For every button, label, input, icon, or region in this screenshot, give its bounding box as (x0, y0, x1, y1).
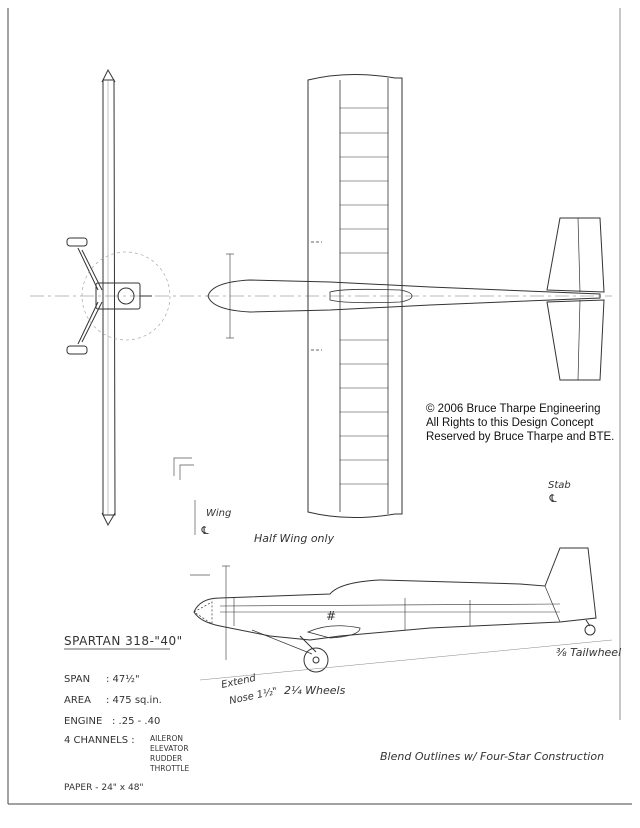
extend-note-2: Nose 1½" (228, 685, 278, 707)
paper-size: PAPER - 24" x 48" (64, 783, 144, 793)
spec-block: SPARTAN 318-"40" SPAN : 47½" AREA : 475 … (64, 634, 190, 793)
tailwheel-note: ⅜ Tailwheel (556, 646, 621, 659)
engine-label: ENGINE (64, 716, 102, 727)
copyright-block: © 2006 Bruce Tharpe Engineering All Righ… (426, 403, 614, 443)
engine-value: : .25 - .40 (112, 716, 160, 727)
wheels-note: 2¼ Wheels (284, 684, 346, 697)
copyright-line-1: © 2006 Bruce Tharpe Engineering (426, 403, 601, 415)
span-label: SPAN (64, 674, 90, 685)
top-view (207, 73, 605, 519)
stab-note: Stab (548, 480, 571, 491)
front-view (66, 68, 171, 527)
area-value: : 475 sq.in. (106, 695, 162, 706)
channel-item: AILERON (150, 734, 183, 743)
half-wing-note: Half Wing only (254, 532, 335, 545)
channel-item: ELEVATOR (150, 744, 189, 753)
model-title: SPARTAN 318-"40" (64, 634, 183, 648)
channels-label: 4 CHANNELS : (64, 735, 135, 746)
wing-note: Wing (206, 508, 231, 519)
wing-dimension-marks (173, 457, 210, 576)
span-value: : 47½" (106, 673, 140, 685)
area-label: AREA (64, 695, 91, 706)
wing-center-note: ℄ (200, 524, 210, 537)
annotations: Wing ℄ Half Wing only Stab ℄ Extend Nose… (200, 480, 621, 763)
copyright-line-2: All Rights to this Design Concept (426, 417, 594, 429)
cg-mark: # (326, 609, 336, 623)
side-view: # (193, 547, 613, 681)
stab-center-note: ℄ (548, 492, 558, 505)
copyright-line-3: Reserved by Bruce Tharpe and BTE. (426, 431, 614, 443)
extend-note-1: Extend (220, 673, 257, 691)
channel-item: THROTTLE (149, 764, 190, 773)
channel-item: RUDDER (150, 754, 182, 763)
blend-note: Blend Outlines w/ Four-Star Construction (380, 750, 604, 763)
sheet-border (7, 8, 632, 805)
